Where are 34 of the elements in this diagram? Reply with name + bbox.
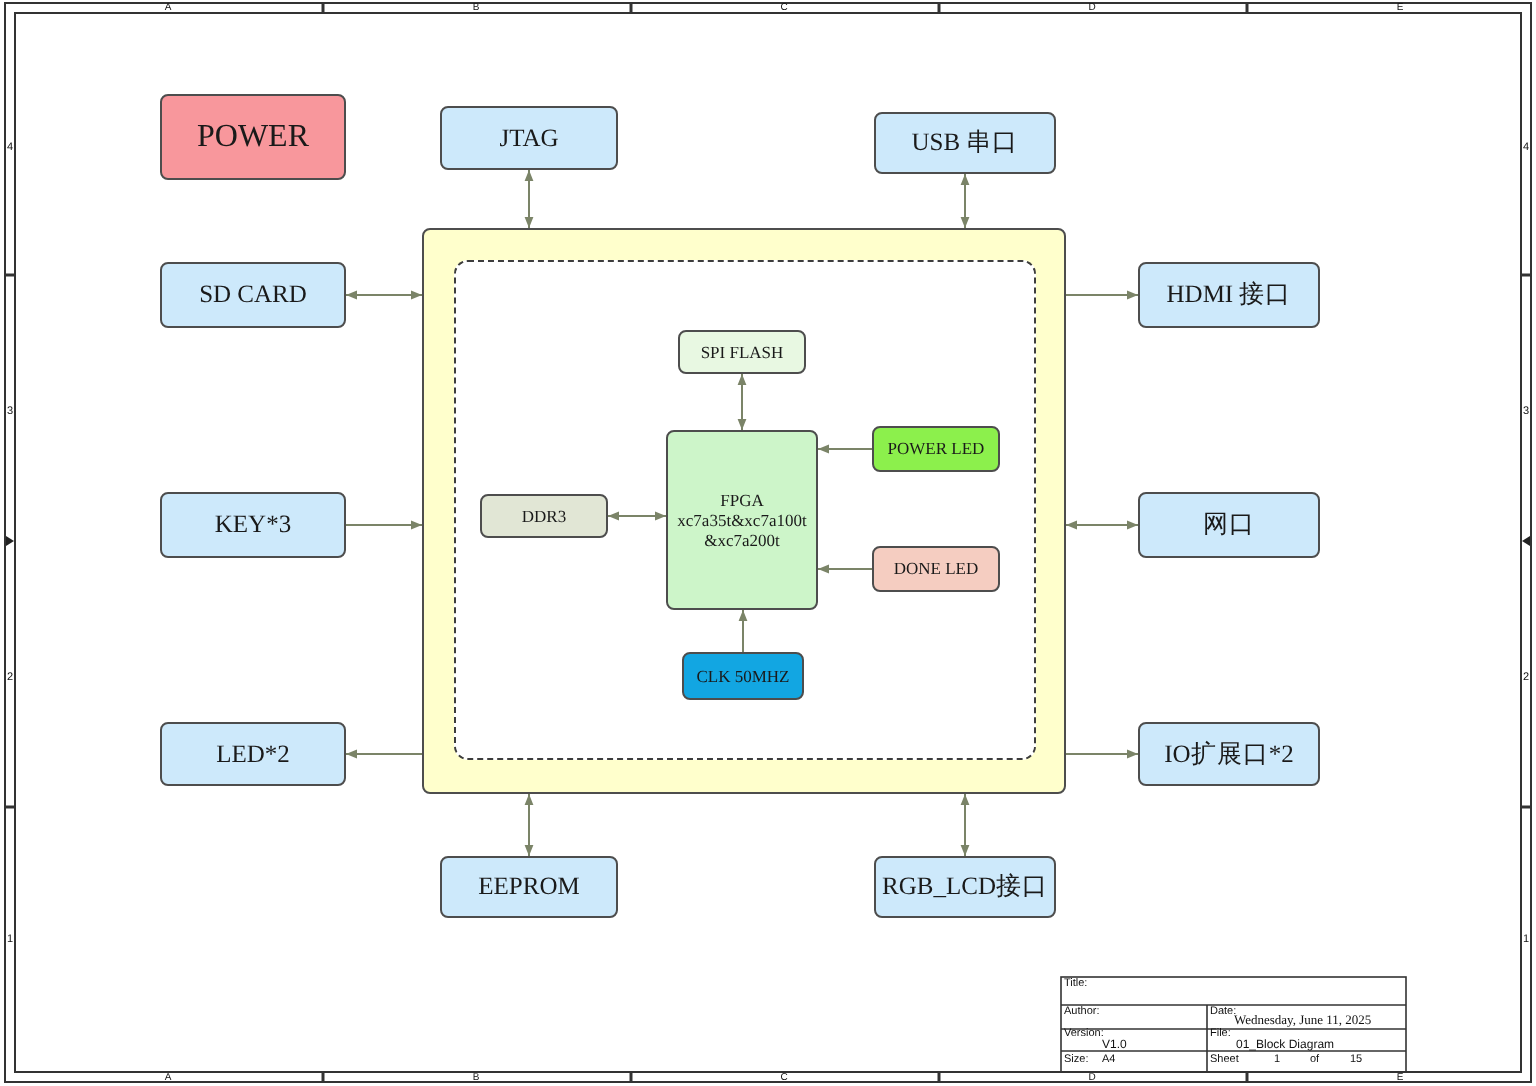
arrow <box>1065 749 1139 759</box>
module-box: EEPROM <box>440 856 618 918</box>
arrow <box>524 169 534 229</box>
arrow <box>607 511 667 521</box>
module-box: IO扩展口*2 <box>1138 722 1320 786</box>
arrow <box>738 609 748 653</box>
arrow <box>345 520 423 530</box>
arrow <box>1065 520 1139 530</box>
module-box: USB 串口 <box>874 112 1056 174</box>
led-box: DONE LED <box>872 546 1000 592</box>
power-box: POWER <box>160 94 346 180</box>
module-box: SD CARD <box>160 262 346 328</box>
arrow <box>817 444 873 454</box>
clock-box: CLK 50MHZ <box>682 652 804 700</box>
dashed-region <box>454 260 1036 760</box>
arrow <box>524 793 534 857</box>
fpga-box: FPGA xc7a35t&xc7a100t &xc7a200t <box>666 430 818 610</box>
module-box: RGB_LCD接口 <box>874 856 1056 918</box>
module-box: HDMI 接口 <box>1138 262 1320 328</box>
arrow <box>817 564 873 574</box>
board-outline <box>422 228 1066 794</box>
module-box: JTAG <box>440 106 618 170</box>
module-box: LED*2 <box>160 722 346 786</box>
module-box: DDR3 <box>480 494 608 538</box>
arrow <box>345 290 423 300</box>
module-box: KEY*3 <box>160 492 346 558</box>
arrow <box>960 173 970 229</box>
module-box: SPI FLASH <box>678 330 806 374</box>
module-box: 网口 <box>1138 492 1320 558</box>
arrow <box>345 749 423 759</box>
arrow <box>1065 290 1139 300</box>
arrow <box>960 793 970 857</box>
arrow <box>737 373 747 431</box>
led-box: POWER LED <box>872 426 1000 472</box>
